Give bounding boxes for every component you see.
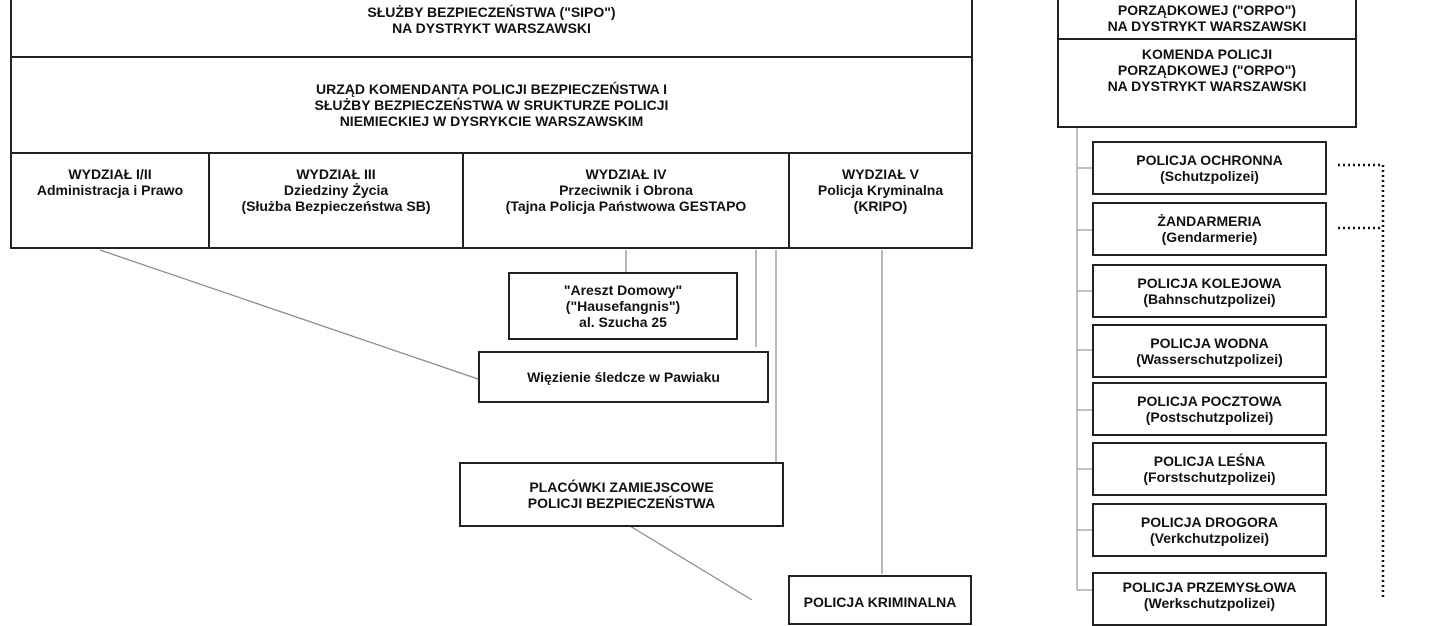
outposts-line-2: POLICJI BEZPIECZEŃSTWA bbox=[527, 494, 716, 511]
unit-schutzpolizei-box: POLICJA OCHRONNA (Schutzpolizei) bbox=[1092, 141, 1327, 195]
unit-sub: (Forstschutzpolizei) bbox=[1143, 469, 1276, 485]
unit-sub: (Postschutzpolizei) bbox=[1145, 409, 1274, 425]
outposts-box: PLACÓWKI ZAMIEJSCOWE POLICJI BEZPIECZEŃS… bbox=[459, 462, 784, 527]
orpo-district-box: PORZĄDKOWEJ ("ORPO") NA DYSTRYKT WARSZAW… bbox=[1057, 0, 1357, 40]
command-line-1: KOMENDA POLICJI bbox=[1141, 46, 1273, 62]
department-3-line-1: Dziedziny Życia bbox=[283, 182, 389, 198]
department-5-line-1: Policja Kryminalna bbox=[817, 182, 944, 198]
department-5-line-2: (KRIPO) bbox=[853, 198, 908, 214]
unit-sub: (Bahnschutzpolizei) bbox=[1143, 291, 1276, 307]
department-4-line-2: (Tajna Policja Państwowa GESTAPO bbox=[505, 198, 747, 214]
unit-postschutzpolizei-box: POLICJA POCZTOWA (Postschutzpolizei) bbox=[1092, 382, 1327, 436]
unit-name: POLICJA POCZTOWA bbox=[1137, 393, 1282, 409]
unit-gendarmerie-box: ŻANDARMERIA (Gendarmerie) bbox=[1092, 202, 1327, 256]
sipo-line-1: SŁUŻBY BEZPIECZEŃSTWA ("SIPO") bbox=[367, 4, 616, 20]
unit-name: POLICJA DROGORA bbox=[1140, 514, 1279, 530]
connector-lines bbox=[99, 128, 1385, 600]
house-arrest-box: "Areszt Domowy" ("Hausefangnis") al. Szu… bbox=[508, 272, 738, 340]
orpo-command-box: KOMENDA POLICJI PORZĄDKOWEJ ("ORPO") NA … bbox=[1057, 38, 1357, 128]
unit-wasserschutzpolizei-box: POLICJA WODNA (Wasserschutzpolizei) bbox=[1092, 324, 1327, 378]
department-4-title: WYDZIAŁ IV bbox=[585, 166, 667, 182]
department-4-line-1: Przeciwnik i Obrona bbox=[559, 182, 693, 198]
arrest-line-1: "Areszt Domowy" bbox=[563, 282, 683, 298]
department-3-box: WYDZIAŁ III Dziedziny Życia (Służba Bezp… bbox=[208, 152, 464, 249]
commander-office-box: URZĄD KOMENDANTA POLICJI BEZPIECZEŃSTWA … bbox=[10, 56, 973, 154]
unit-name: POLICJA OCHRONNA bbox=[1136, 152, 1283, 168]
orpo-line-1: PORZĄDKOWEJ ("ORPO") bbox=[1117, 2, 1297, 18]
unit-name: POLICJA WODNA bbox=[1150, 335, 1269, 351]
unit-werkschutzpolizei-box: POLICJA PRZEMYSŁOWA (Werkschutzpolizei) bbox=[1092, 572, 1327, 626]
department-4-box: WYDZIAŁ IV Przeciwnik i Obrona (Tajna Po… bbox=[462, 152, 790, 249]
unit-name: POLICJA LEŚNA bbox=[1153, 453, 1266, 469]
arrest-line-2: ("Hausefangnis") bbox=[565, 298, 681, 314]
arrest-line-3: al. Szucha 25 bbox=[579, 314, 667, 330]
prison-label: Więzienie śledcze w Pawiaku bbox=[527, 369, 720, 385]
unit-name: ŻANDARMERIA bbox=[1157, 213, 1262, 229]
sipo-district-box: SŁUŻBY BEZPIECZEŃSTWA ("SIPO") NA DYSTRY… bbox=[10, 0, 973, 58]
department-1-title: WYDZIAŁ I/II bbox=[68, 166, 152, 182]
office-line-1: URZĄD KOMENDANTA POLICJI BEZPIECZEŃSTWA … bbox=[315, 81, 668, 97]
bottom-partial-box: POLICJA KRIMINALNA bbox=[788, 575, 972, 625]
unit-sub: (Werkschutzpolizei) bbox=[1143, 595, 1276, 611]
department-1-box: WYDZIAŁ I/II Administracja i Prawo bbox=[10, 152, 210, 249]
department-3-title: WYDZIAŁ III bbox=[296, 166, 376, 182]
department-5-box: WYDZIAŁ V Policja Kryminalna (KRIPO) bbox=[788, 152, 973, 249]
department-1-line-1: Administracja i Prawo bbox=[36, 182, 184, 198]
orpo-line-2: NA DYSTRYKT WARSZAWSKI bbox=[1107, 18, 1307, 34]
department-3-line-2: (Służba Bezpieczeństwa SB) bbox=[241, 198, 431, 214]
unit-sub: (Schutzpolizei) bbox=[1160, 168, 1259, 184]
office-line-2: SŁUŻBY BEZPIECZEŃSTWA W SRUKTURZE POLICJ… bbox=[314, 97, 669, 113]
command-line-2: PORZĄDKOWEJ ("ORPO") bbox=[1117, 62, 1297, 78]
unit-name: POLICJA KOLEJOWA bbox=[1137, 275, 1282, 291]
pawiak-prison-box: Więzienie śledcze w Pawiaku bbox=[478, 351, 769, 403]
bottom-partial-label: POLICJA KRIMINALNA bbox=[803, 594, 957, 610]
unit-bahnschutzpolizei-box: POLICJA KOLEJOWA (Bahnschutzpolizei) bbox=[1092, 264, 1327, 318]
unit-name: POLICJA PRZEMYSŁOWA bbox=[1122, 579, 1297, 595]
unit-sub: (Verkchutzpolizei) bbox=[1149, 530, 1270, 546]
command-line-3: NA DYSTRYKT WARSZAWSKI bbox=[1107, 78, 1307, 94]
sipo-line-2: NA DYSTRYKT WARSZAWSKI bbox=[392, 20, 591, 36]
department-5-title: WYDZIAŁ V bbox=[842, 166, 919, 182]
unit-verkchutzpolizei-box: POLICJA DROGORA (Verkchutzpolizei) bbox=[1092, 503, 1327, 557]
outposts-line-1: PLACÓWKI ZAMIEJSCOWE bbox=[529, 478, 714, 495]
unit-forstschutzpolizei-box: POLICJA LEŚNA (Forstschutzpolizei) bbox=[1092, 442, 1327, 496]
office-line-3: NIEMIECKIEJ W DYSRYKCIE WARSZAWSKIM bbox=[339, 113, 644, 129]
unit-sub: (Gendarmerie) bbox=[1161, 229, 1258, 245]
unit-sub: (Wasserschutzpolizei) bbox=[1136, 351, 1283, 367]
